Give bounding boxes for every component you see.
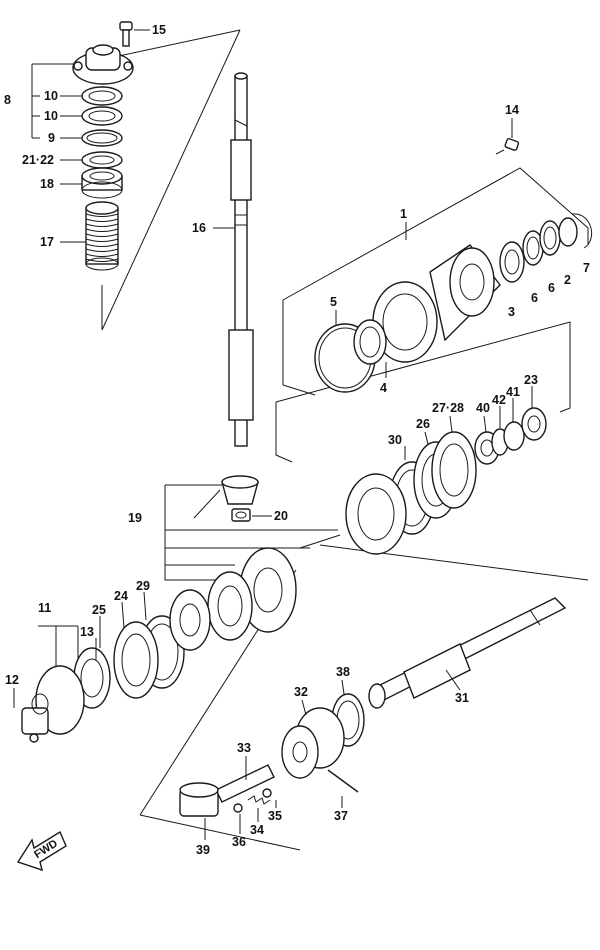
callout-29: 29 [136, 579, 150, 593]
reverse-bevel-gear [345, 473, 407, 555]
callout-23: 23 [524, 373, 538, 387]
part-1-bearing-housing [372, 244, 501, 363]
callout-32: 32 [294, 685, 308, 699]
part-17-sleeve [85, 201, 119, 271]
callout-7: 7 [583, 261, 590, 275]
part-36-ball [233, 803, 243, 813]
callout-8: 8 [4, 93, 11, 107]
callout-40: 40 [476, 401, 490, 415]
part-10-ring-b [81, 106, 123, 126]
callout-4: 4 [380, 381, 387, 395]
callout-41: 41 [506, 385, 520, 399]
callout-33: 33 [237, 741, 251, 755]
callout-37: 37 [334, 809, 348, 823]
callout-24: 24 [114, 589, 128, 603]
callout-34: 34 [250, 823, 264, 837]
callout-10-a: 10 [44, 89, 58, 103]
part-33-shift-plunger [215, 764, 275, 803]
callout-13: 13 [80, 625, 94, 639]
part-7-circlip [571, 213, 593, 249]
callout-31: 31 [455, 691, 469, 705]
part-19-pinion-gear [221, 475, 259, 505]
callout-6-a: 6 [531, 291, 538, 305]
callout-10-b: 10 [44, 109, 58, 123]
callout-19: 19 [128, 511, 142, 525]
part-41-washer [503, 421, 525, 451]
part-34-spring [247, 795, 271, 805]
callout-labels: 15 8 10 10 9 21·22 18 17 16 14 1 5 3 6 6… [4, 23, 590, 857]
part-39-sleeve [179, 782, 219, 817]
callout-6-b: 6 [548, 281, 555, 295]
callout-39: 39 [196, 843, 210, 857]
callout-14: 14 [505, 103, 519, 117]
callout-16: 16 [192, 221, 206, 235]
callout-30: 30 [388, 433, 402, 447]
callout-11: 11 [38, 601, 51, 615]
part-11-forward-gear [239, 547, 297, 633]
callout-12: 12 [5, 673, 19, 687]
part-3-bearing [499, 241, 525, 283]
callout-9: 9 [48, 131, 55, 145]
part-18-bearing [81, 167, 123, 199]
part-24-shim [113, 621, 159, 699]
part-14-bolt [495, 138, 520, 155]
callout-21-22: 21·22 [22, 153, 54, 167]
part-12-bearing-housing [21, 665, 85, 743]
part-2-seal [558, 217, 578, 247]
callout-17: 17 [40, 235, 54, 249]
callout-26: 26 [416, 417, 430, 431]
callout-3: 3 [508, 305, 515, 319]
callout-20: 20 [274, 509, 288, 523]
callout-15: 15 [152, 23, 166, 37]
part-10-ring-a [81, 86, 123, 106]
part-21-22-shim [81, 151, 123, 169]
part-27-28-shim [431, 431, 477, 509]
callout-5: 5 [330, 295, 337, 309]
leader-lines [13, 29, 533, 840]
callout-2: 2 [564, 273, 571, 287]
part-6-washer-b [539, 220, 561, 256]
callout-18: 18 [40, 177, 54, 191]
part-32-clutch-dog [281, 707, 345, 779]
part-16-drive-shaft [228, 72, 254, 447]
callout-36: 36 [232, 835, 246, 849]
callout-1: 1 [400, 207, 407, 221]
part-35-ball [262, 788, 272, 798]
callout-42: 42 [492, 393, 506, 407]
part-9-ring [81, 129, 123, 147]
part-23-washer [521, 407, 547, 441]
callout-38: 38 [336, 665, 350, 679]
part-20-nut [231, 508, 251, 522]
part-37-pin [327, 769, 359, 793]
hub-disc [169, 589, 211, 651]
callout-35: 35 [268, 809, 282, 823]
part-31-propeller-shaft [368, 597, 567, 709]
part-4-roller-bearing [353, 319, 387, 365]
fwd-direction-arrow: FWD [16, 830, 67, 872]
callout-25: 25 [92, 603, 106, 617]
part-11-bearing [207, 571, 253, 641]
callout-27-28: 27·28 [432, 401, 464, 415]
part-15-bolt [119, 21, 133, 47]
part-8-retainer [72, 44, 134, 85]
